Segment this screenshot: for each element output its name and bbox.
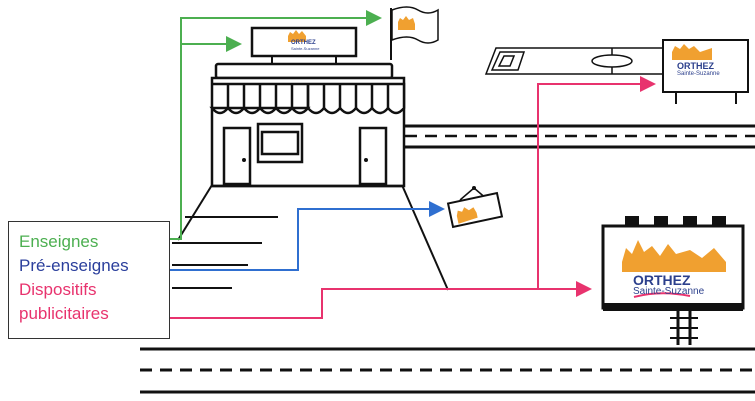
large-billboard-brand-subtitle: Sainte-Suzanne xyxy=(633,286,704,297)
small-billboard-brand-subtitle: Sainte-Suzanne xyxy=(677,71,720,77)
arrow-publicitaires-large xyxy=(170,289,588,318)
perspective-line-left xyxy=(178,185,212,240)
shop-building xyxy=(212,64,404,186)
legend-item-dispositifs: Dispositifs xyxy=(19,278,169,302)
legend: Enseignes Pré-enseignes Dispositifs publ… xyxy=(8,221,170,339)
legend-item-pre-enseignes: Pré-enseignes xyxy=(19,254,169,278)
hanging-sign xyxy=(448,186,502,227)
legend-item-publicitaires: publicitaires xyxy=(19,302,169,326)
shop-window-inner xyxy=(262,132,298,154)
rooftop-sign-brand-subtitle: Sainte-Suzanne xyxy=(291,46,319,51)
legend-item-enseignes: Enseignes xyxy=(19,230,169,254)
flag xyxy=(391,7,438,60)
sports-field xyxy=(486,48,668,74)
perspective-line-right xyxy=(402,185,448,290)
shop-door-right xyxy=(360,128,386,184)
small-billboard-brand-name: ORTHEZ xyxy=(677,61,714,71)
door-knob-left xyxy=(242,158,246,162)
shop-roof xyxy=(216,64,392,78)
shop-door-left xyxy=(224,128,250,184)
arrow-pre-enseignes xyxy=(170,209,441,270)
door-knob-right xyxy=(364,158,368,162)
